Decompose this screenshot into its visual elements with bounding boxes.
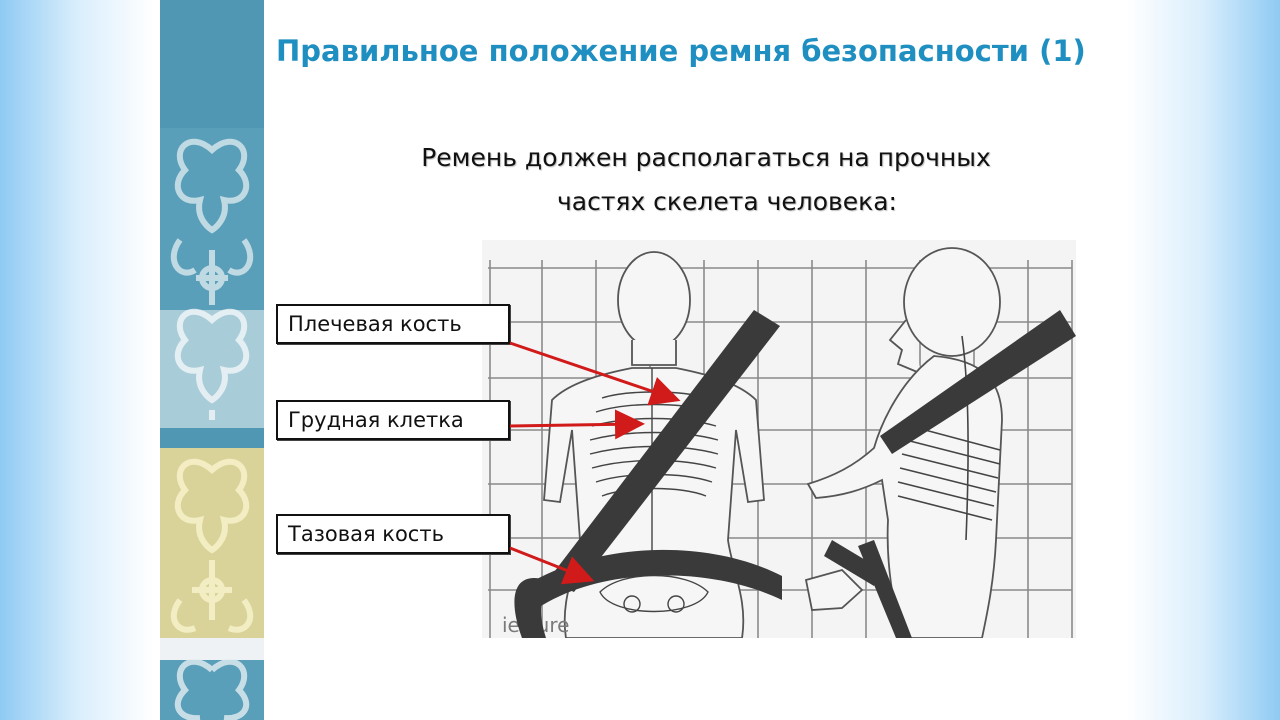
side-skeleton	[804, 247, 1003, 638]
slide: Правильное положение ремня безопасности …	[160, 0, 1120, 720]
front-shoulder-belt	[548, 310, 780, 592]
label-shoulder-bone: Плечевая кость	[276, 304, 510, 344]
subtitle-line-2: частях скелета человека:	[557, 187, 897, 216]
slide-title: Правильное положение ремня безопасности …	[276, 34, 1086, 68]
label-pelvic-bone: Тазовая кость	[276, 514, 510, 554]
seatbelt	[514, 310, 1076, 638]
kazakh-ornament-icon	[170, 138, 254, 720]
ornament-band-blue-stripe	[160, 428, 264, 448]
ornament-band-light	[160, 638, 264, 660]
ornament-band-blue-top	[160, 0, 264, 128]
side-lap-belt-upper	[824, 540, 882, 586]
side-shoulder-belt	[880, 310, 1076, 454]
subtitle-line-1: Ремень должен располагаться на прочных	[421, 143, 991, 172]
front-belt-loop	[514, 578, 556, 638]
skeleton-seatbelt-illustration: ies ure	[482, 240, 1076, 638]
label-rib-cage: Грудная клетка	[276, 400, 510, 440]
slide-subtitle: Ремень должен располагаться на прочных ч…	[276, 136, 1116, 224]
